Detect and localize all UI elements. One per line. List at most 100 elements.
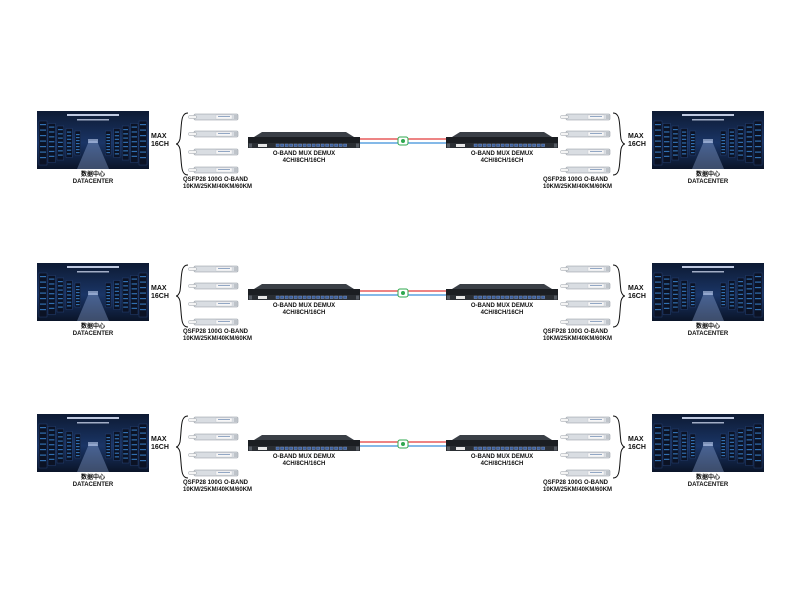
datacenter-left: 数据中心 DATACENTER (37, 111, 149, 186)
transceiver-group-left (188, 263, 240, 329)
datacenter-label-cn: 数据中心 (80, 172, 105, 178)
transceiver-icon (560, 281, 612, 291)
transceiver-icon (188, 299, 240, 309)
datacenter-image (37, 263, 149, 321)
datacenter-label-en: DATACENTER (687, 482, 729, 488)
transceiver-icon (188, 281, 240, 291)
brace-icon (175, 415, 189, 479)
transceiver-label: QSFP28 100G O-BAND 10KM/25KM/40KM/60KM (543, 329, 613, 342)
fiber-connector-icon (360, 136, 446, 146)
mux-label: O-BAND MUX DEMUX 4CH/8CH/16CH (272, 303, 336, 316)
mux-demux-right: O-BAND MUX DEMUX 4CH/8CH/16CH (446, 131, 558, 165)
link-row-3: 数据中心 DATACENTER MAX 16CH QSFP28 100G O-B… (0, 414, 800, 524)
max-channel-label: MAX 16CH (628, 133, 646, 148)
mux-chassis-icon (446, 284, 558, 300)
datacenter-caption: 数据中心 DATACENTER (652, 475, 764, 489)
mux-chassis-icon (248, 284, 360, 300)
datacenter-left: 数据中心 DATACENTER (37, 414, 149, 489)
max-channel-label: MAX 16CH (151, 436, 169, 451)
mux-label: O-BAND MUX DEMUX 4CH/8CH/16CH (470, 151, 534, 164)
fiber-link (360, 285, 446, 301)
datacenter-caption: 数据中心 DATACENTER (37, 324, 149, 338)
datacenter-label-en: DATACENTER (687, 179, 729, 185)
mux-label: O-BAND MUX DEMUX 4CH/8CH/16CH (470, 303, 534, 316)
mux-demux-left: O-BAND MUX DEMUX 4CH/8CH/16CH (248, 131, 360, 165)
mux-demux-left: O-BAND MUX DEMUX 4CH/8CH/16CH (248, 283, 360, 317)
transceiver-icon (560, 129, 612, 139)
datacenter-left: 数据中心 DATACENTER (37, 263, 149, 338)
datacenter-image (652, 111, 764, 169)
max-channel-label: MAX 16CH (628, 436, 646, 451)
mux-demux-left: O-BAND MUX DEMUX 4CH/8CH/16CH (248, 434, 360, 468)
transceiver-group-right (560, 414, 612, 480)
fiber-link (360, 436, 446, 452)
transceiver-icon (188, 112, 240, 122)
datacenter-label-en: DATACENTER (687, 331, 729, 337)
transceiver-icon (560, 264, 612, 274)
transceiver-group-right (560, 111, 612, 177)
max-channel-label: MAX 16CH (628, 285, 646, 300)
max-channel-label: MAX 16CH (151, 133, 169, 148)
mux-chassis-icon (248, 132, 360, 148)
transceiver-icon (188, 317, 240, 327)
mux-label: O-BAND MUX DEMUX 4CH/8CH/16CH (272, 151, 336, 164)
mux-label: O-BAND MUX DEMUX 4CH/8CH/16CH (470, 454, 534, 467)
datacenter-image (37, 111, 149, 169)
datacenter-caption: 数据中心 DATACENTER (37, 172, 149, 186)
transceiver-icon (188, 415, 240, 425)
datacenter-image (652, 263, 764, 321)
datacenter-label-en: DATACENTER (72, 331, 114, 337)
mux-chassis-icon (446, 132, 558, 148)
transceiver-icon (560, 317, 612, 327)
transceiver-icon (560, 147, 612, 157)
datacenter-label-cn: 数据中心 (80, 324, 105, 330)
datacenter-label-cn: 数据中心 (695, 172, 720, 178)
datacenter-label-cn: 数据中心 (80, 475, 105, 481)
transceiver-icon (188, 264, 240, 274)
datacenter-right: 数据中心 DATACENTER (652, 111, 764, 186)
mux-demux-right: O-BAND MUX DEMUX 4CH/8CH/16CH (446, 283, 558, 317)
brace-icon (175, 264, 189, 328)
transceiver-icon (560, 112, 612, 122)
link-row-2: 数据中心 DATACENTER MAX 16CH QSFP28 100G O-B… (0, 263, 800, 373)
mux-label: O-BAND MUX DEMUX 4CH/8CH/16CH (272, 454, 336, 467)
transceiver-group-left (188, 111, 240, 177)
transceiver-icon (560, 468, 612, 478)
transceiver-label: QSFP28 100G O-BAND 10KM/25KM/40KM/60KM (543, 480, 613, 493)
datacenter-right: 数据中心 DATACENTER (652, 263, 764, 338)
transceiver-icon (188, 147, 240, 157)
link-row-1: 数据中心 DATACENTER MAX 16CH QSFP28 100G O-B… (0, 111, 800, 221)
transceiver-icon (188, 129, 240, 139)
datacenter-caption: 数据中心 DATACENTER (37, 475, 149, 489)
transceiver-icon (560, 415, 612, 425)
fiber-connector-icon (360, 288, 446, 298)
transceiver-label: QSFP28 100G O-BAND 10KM/25KM/40KM/60KM (183, 177, 253, 190)
transceiver-icon (560, 165, 612, 175)
datacenter-label-en: DATACENTER (72, 482, 114, 488)
mux-chassis-icon (248, 435, 360, 451)
brace-icon (612, 112, 626, 176)
transceiver-icon (188, 165, 240, 175)
fiber-connector-icon (360, 439, 446, 449)
brace-icon (175, 112, 189, 176)
brace-icon (612, 415, 626, 479)
datacenter-label-en: DATACENTER (72, 179, 114, 185)
fiber-link (360, 133, 446, 149)
transceiver-icon (560, 450, 612, 460)
datacenter-caption: 数据中心 DATACENTER (652, 172, 764, 186)
datacenter-label-cn: 数据中心 (695, 475, 720, 481)
transceiver-icon (560, 299, 612, 309)
datacenter-image (37, 414, 149, 472)
transceiver-label: QSFP28 100G O-BAND 10KM/25KM/40KM/60KM (183, 480, 253, 493)
mux-demux-right: O-BAND MUX DEMUX 4CH/8CH/16CH (446, 434, 558, 468)
transceiver-icon (188, 450, 240, 460)
transceiver-label: QSFP28 100G O-BAND 10KM/25KM/40KM/60KM (543, 177, 613, 190)
datacenter-label-cn: 数据中心 (695, 324, 720, 330)
transceiver-icon (188, 432, 240, 442)
datacenter-image (652, 414, 764, 472)
transceiver-group-right (560, 263, 612, 329)
max-channel-label: MAX 16CH (151, 285, 169, 300)
transceiver-group-left (188, 414, 240, 480)
datacenter-caption: 数据中心 DATACENTER (652, 324, 764, 338)
